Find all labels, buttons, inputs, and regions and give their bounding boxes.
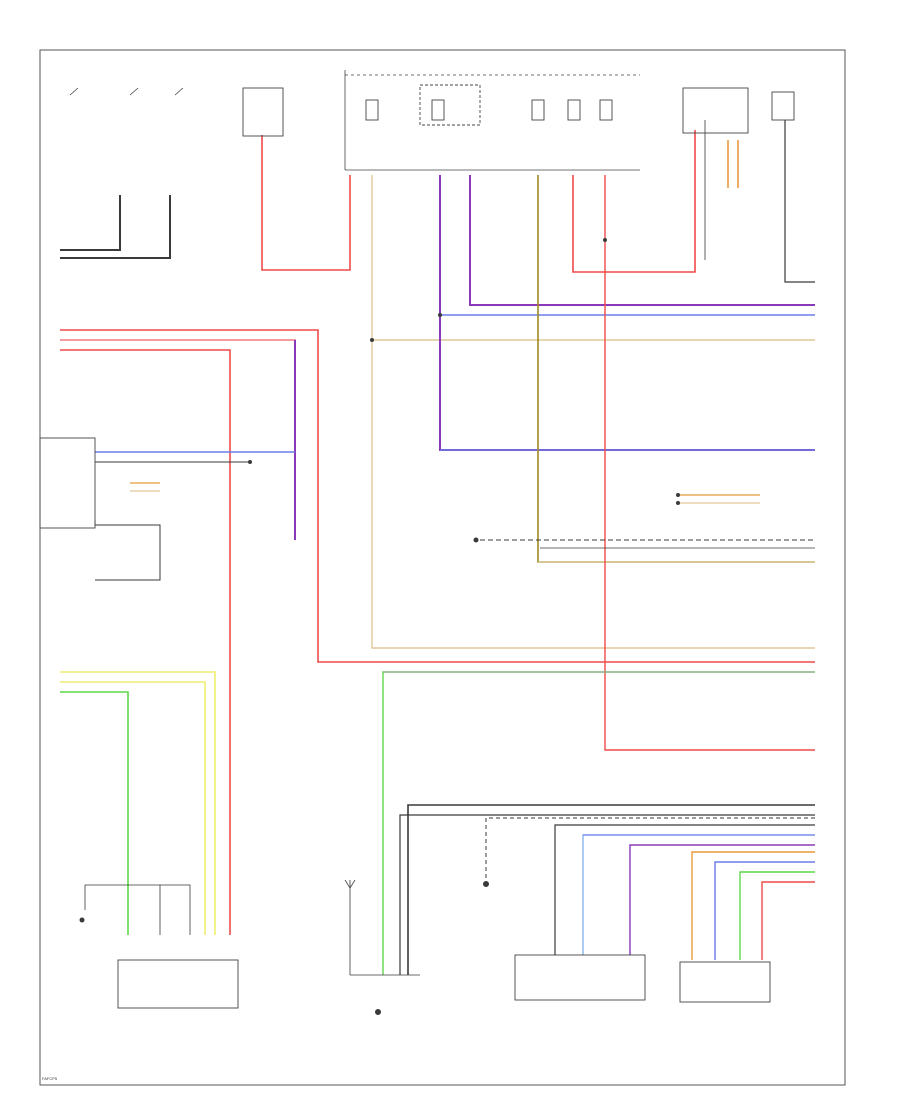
ground-point-left <box>79 917 85 923</box>
wire-green-middle <box>382 671 815 975</box>
top-right-connector <box>771 91 795 121</box>
wire-black-bus-3 <box>554 824 815 955</box>
splice-blue <box>438 313 442 317</box>
wire-red-down-left <box>60 349 231 935</box>
wire-red-right-down <box>604 175 815 751</box>
wire-tan-long <box>371 175 815 649</box>
ground-point-bottom <box>375 1009 381 1015</box>
wire-yellow-1 <box>60 671 216 935</box>
wire-red-right-loop <box>572 130 696 273</box>
wire-purple-bus <box>629 844 815 955</box>
wire-layer <box>60 120 815 976</box>
page-code: FAFCP5 <box>42 1076 58 1081</box>
wire-purple-top <box>469 175 815 306</box>
fuse-symbol-4 <box>567 99 581 121</box>
splice-black-left <box>248 460 252 464</box>
wire-red-fuse-loop <box>261 135 351 271</box>
wire-black-bus-2 <box>399 814 815 975</box>
fuse-relay-box <box>242 87 284 137</box>
wire-blue-bottom <box>714 861 815 960</box>
fuse-symbol-1 <box>365 99 379 121</box>
component-layer <box>39 70 795 1015</box>
wire-purple-down <box>439 175 815 451</box>
ground-point-middle <box>483 881 489 887</box>
wire-black-dashed-bus <box>485 817 815 880</box>
left-control-module <box>39 437 96 529</box>
splice-tan-right <box>676 501 680 505</box>
wire-red-main <box>60 329 815 663</box>
wire-black-switch-2 <box>60 195 171 259</box>
wire-green-bottom <box>739 871 815 960</box>
wire-orange-bottom <box>691 851 815 960</box>
switch-1-contact <box>69 87 79 96</box>
switch-2-contact <box>129 87 139 96</box>
splice-tan <box>370 338 374 342</box>
ground-point-dashed <box>473 537 479 543</box>
wire-yellow-2 <box>60 681 206 935</box>
wire-black-bus-1 <box>407 804 815 975</box>
wire-green-left <box>60 691 129 935</box>
splice-red-right <box>603 238 607 242</box>
bottom-right-module <box>679 961 771 1003</box>
wire-black-right-ground <box>784 120 815 283</box>
fuse-symbol-5 <box>599 99 613 121</box>
top-right-relay <box>682 87 749 134</box>
wire-black-switch-loop <box>94 520 161 581</box>
wire-red-bottom <box>761 881 815 960</box>
fuse-symbol-2 <box>431 99 445 121</box>
antenna-icon <box>344 879 356 889</box>
relay-box-dashed <box>419 84 481 126</box>
switch-group-top-left <box>69 87 184 96</box>
splice-orange <box>676 493 680 497</box>
switch-3-contact <box>174 87 184 96</box>
bottom-middle-module <box>514 954 646 1001</box>
wire-ltblue-bus <box>582 834 815 955</box>
fuse-symbol-3 <box>531 99 545 121</box>
bottom-left-module <box>117 959 239 1009</box>
wire-black-bottom-left <box>84 884 191 935</box>
wire-black-switch-1 <box>60 195 121 251</box>
diagram-frame <box>39 49 846 1086</box>
